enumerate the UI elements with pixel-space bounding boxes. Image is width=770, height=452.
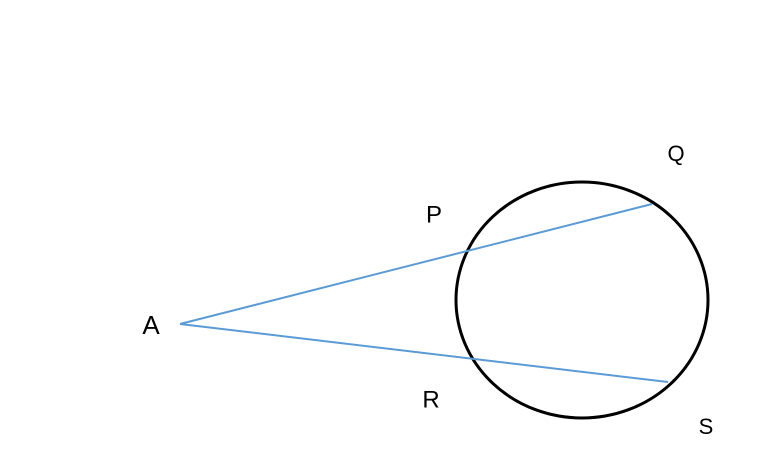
- point-label-r: R: [422, 386, 439, 413]
- secant-line-ars: [179, 323, 669, 383]
- point-label-p: P: [426, 201, 442, 228]
- circle: [454, 180, 710, 420]
- secant-line-apq: [179, 203, 653, 325]
- point-label-s: S: [699, 414, 714, 439]
- point-label-a: A: [142, 310, 160, 340]
- point-label-q: Q: [667, 141, 684, 166]
